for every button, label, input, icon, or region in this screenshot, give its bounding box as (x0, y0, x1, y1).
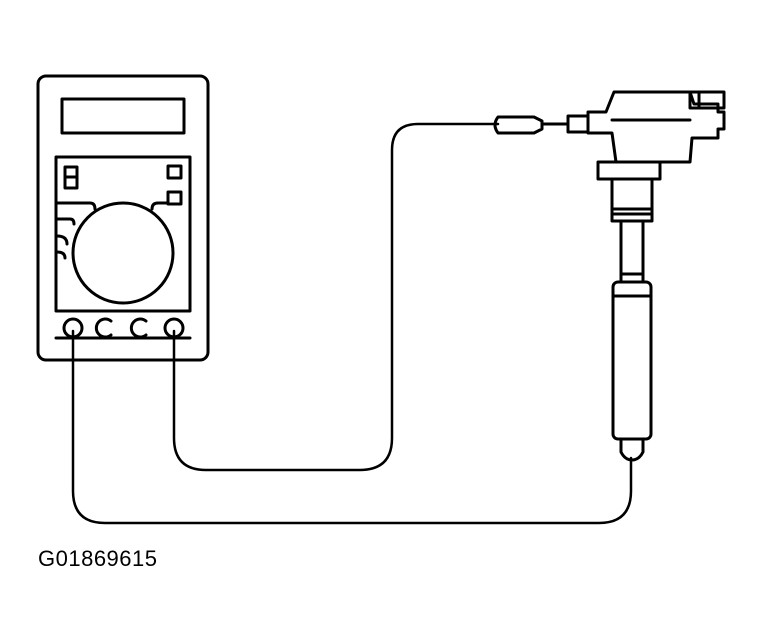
figure-code: G01869615 (38, 546, 158, 571)
jack-3 (129, 317, 148, 339)
mode-button (166, 190, 183, 206)
meter-body (36, 74, 210, 362)
meter-display (60, 97, 186, 135)
dial-mark (55, 250, 67, 260)
test-lead-wire (71, 329, 633, 525)
multimeter-icon (36, 74, 210, 362)
ignition-coil-icon (493, 90, 726, 462)
coil-head (586, 90, 726, 164)
coil-boot (611, 280, 653, 441)
hold-button (166, 164, 183, 180)
coil-collar (596, 160, 662, 181)
dial-mark (55, 234, 69, 246)
test-lead-wire (172, 122, 500, 472)
coil-tip (619, 437, 645, 462)
dial-mark (55, 201, 97, 211)
probe-tip (493, 115, 544, 135)
dial-mark (150, 201, 170, 211)
coil-terminal (566, 114, 590, 134)
rotary-dial (71, 201, 175, 305)
jack-2 (94, 317, 113, 339)
coil-connector (688, 90, 726, 110)
meter-panel (54, 155, 192, 313)
dial-mark (55, 217, 76, 226)
